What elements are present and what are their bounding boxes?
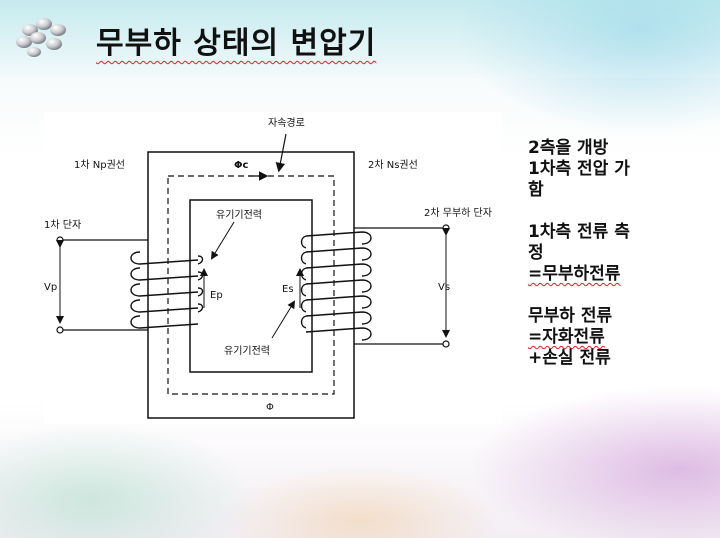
transformer-diagram: 자속경로 Φc Φ 1차 Np권선 2차 Ns권선 1차 단자 2차 무부하 단… xyxy=(44,112,502,424)
es-label: Es xyxy=(282,284,294,295)
secondary-winding-label: 2차 Ns권선 xyxy=(368,159,418,171)
emf-top-label: 유기기전력 xyxy=(216,209,262,221)
primary-coil xyxy=(130,251,204,329)
note-line: 무부하 전류 xyxy=(528,306,613,326)
note-line: 정 xyxy=(528,243,544,263)
note-gap xyxy=(528,285,688,306)
note-line: 1차측 전압 가 xyxy=(528,159,630,179)
primary-terminal-bottom[interactable] xyxy=(56,326,64,334)
core-window xyxy=(189,199,313,373)
secondary-terminal-label: 2차 무부하 단자 xyxy=(424,206,492,219)
flux-path xyxy=(167,175,335,395)
primary-terminal-label: 1차 단자 xyxy=(44,219,81,231)
primary-terminal-top[interactable] xyxy=(56,236,64,244)
ep-label: Ep xyxy=(210,290,223,301)
vp-label: Vp xyxy=(44,282,57,293)
secondary-terminal-bottom[interactable] xyxy=(442,340,450,348)
notes-text: 2측을 개방 1차측 전압 가 함 1차측 전류 측 정 =무부하전류 무부하 … xyxy=(528,138,688,369)
note-line: =자화전류 xyxy=(528,327,605,347)
emf-top-pointer xyxy=(210,221,235,260)
note-line: 1차측 전류 측 xyxy=(528,222,630,242)
phi-label: Φ xyxy=(266,402,274,413)
emf-bottom-label: 유기기전력 xyxy=(224,345,270,357)
emf-bottom-pointer xyxy=(271,300,296,339)
note-line: 함 xyxy=(528,180,544,200)
note-line: +손실 전류 xyxy=(528,348,611,368)
flower-logo-icon xyxy=(16,18,66,57)
secondary-terminal-top[interactable] xyxy=(442,224,450,232)
note-line: =무부하전류 xyxy=(528,264,621,284)
vs-label: Vs xyxy=(438,282,450,293)
phi-c-label: Φc xyxy=(234,160,249,171)
title-bar xyxy=(0,0,720,78)
primary-winding-label: 1차 Np권선 xyxy=(74,159,125,171)
transformer-diagram-svg: 자속경로 Φc Φ 1차 Np권선 2차 Ns권선 1차 단자 2차 무부하 단… xyxy=(44,116,492,419)
flux-path-pointer xyxy=(275,133,287,173)
note-gap xyxy=(528,201,688,222)
slide-title: 무부하 상태의 변압기 xyxy=(96,26,377,61)
note-line: 2측을 개방 xyxy=(528,138,609,158)
core-outer xyxy=(147,151,355,419)
flux-path-label: 자속경로 xyxy=(268,116,305,129)
secondary-coil xyxy=(300,231,372,341)
